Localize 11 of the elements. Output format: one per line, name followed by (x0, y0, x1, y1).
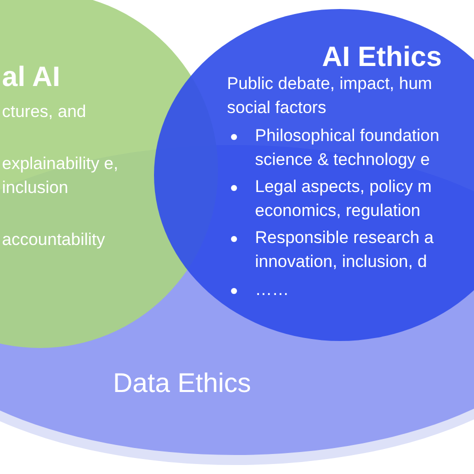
body-text: accountability (2, 229, 106, 251)
ellipse-title: Data Ethics (113, 367, 252, 400)
circle-title: al AI (2, 60, 62, 94)
body-text: ctures, and (2, 101, 88, 123)
bullet-text: Responsible research a innovation, inclusion, d (255, 227, 435, 273)
body-text: explainability e, inclusion (2, 153, 120, 199)
bullet-text: Legal aspects, policy m economics, regulation (255, 176, 433, 222)
bullet-text: …… (255, 279, 290, 301)
body-text: Public debate, impact, hum social factors (227, 73, 434, 119)
circle-title: AI Ethics (322, 40, 443, 74)
bullet-text: Philosophical foundation science & technology e (255, 125, 440, 171)
